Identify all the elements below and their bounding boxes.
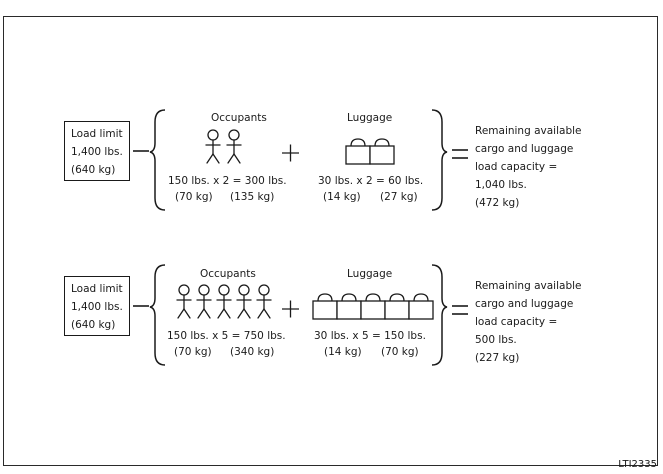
result-line: load capacity = [475,161,558,173]
equals-sign [452,305,468,315]
occupants-kg-total: (135 kg) [230,191,275,203]
result-line: cargo and luggage [475,143,574,155]
equals-sign [452,149,468,159]
load-limit-label: Load limit [71,283,123,295]
load-limit-label: Load limit [71,128,123,140]
luggage-kg-total: (27 kg) [380,191,418,203]
luggage-kg-each: (14 kg) [324,346,362,358]
luggage-bag-icon [408,293,434,320]
luggage-bag-icon [360,293,386,320]
luggage-equation: 30 lbs. x 2 = 60 lbs. [318,175,424,187]
load-limit-box: Load limit 1,400 lbs. (640 kg) [64,121,130,181]
result-capacity-kg: (227 kg) [475,352,520,364]
luggage-equation: 30 lbs. x 5 = 150 lbs. [314,330,426,342]
occupants-title: Occupants [200,268,256,280]
luggage-bag-icon [345,138,371,165]
luggage-title: Luggage [347,112,393,124]
result-line: load capacity = [475,316,558,328]
load-limit-lbs: 1,400 lbs. [71,301,123,313]
load-limit-lbs: 1,400 lbs. [71,146,123,158]
load-limit-kg: (640 kg) [71,319,116,331]
figure-code: LTI2335 [618,459,657,470]
person-icon [256,284,272,319]
result-capacity-lbs: 1,040 lbs. [475,179,527,191]
left-bracket [149,109,166,211]
person-icon [216,284,232,319]
person-icon [205,129,221,164]
result-capacity-kg: (472 kg) [475,197,520,209]
left-bracket [149,264,166,366]
luggage-bag-icon [369,138,395,165]
person-icon [196,284,212,319]
luggage-kg-each: (14 kg) [323,191,361,203]
right-bracket [431,109,448,211]
right-bracket [431,264,448,366]
result-line: Remaining available [475,125,582,137]
occupants-kg-total: (340 kg) [230,346,275,358]
occupant-kg-each: (70 kg) [174,346,212,358]
result-line: Remaining available [475,280,582,292]
result-capacity-lbs: 500 lbs. [475,334,517,346]
plus-sign [282,300,299,318]
person-icon [236,284,252,319]
load-limit-kg: (640 kg) [71,164,116,176]
luggage-title: Luggage [347,268,393,280]
result-line: cargo and luggage [475,298,574,310]
plus-sign [282,144,299,162]
luggage-bag-icon [336,293,362,320]
person-icon [226,129,242,164]
luggage-kg-total: (70 kg) [381,346,419,358]
occupant-kg-each: (70 kg) [175,191,213,203]
figure-frame [3,16,658,466]
luggage-bag-icon [312,293,338,320]
occupants-equation: 150 lbs. x 2 = 300 lbs. [168,175,287,187]
occupants-equation: 150 lbs. x 5 = 750 lbs. [167,330,286,342]
load-limit-box: Load limit 1,400 lbs. (640 kg) [64,276,130,336]
luggage-bag-icon [384,293,410,320]
occupants-title: Occupants [211,112,267,124]
person-icon [176,284,192,319]
